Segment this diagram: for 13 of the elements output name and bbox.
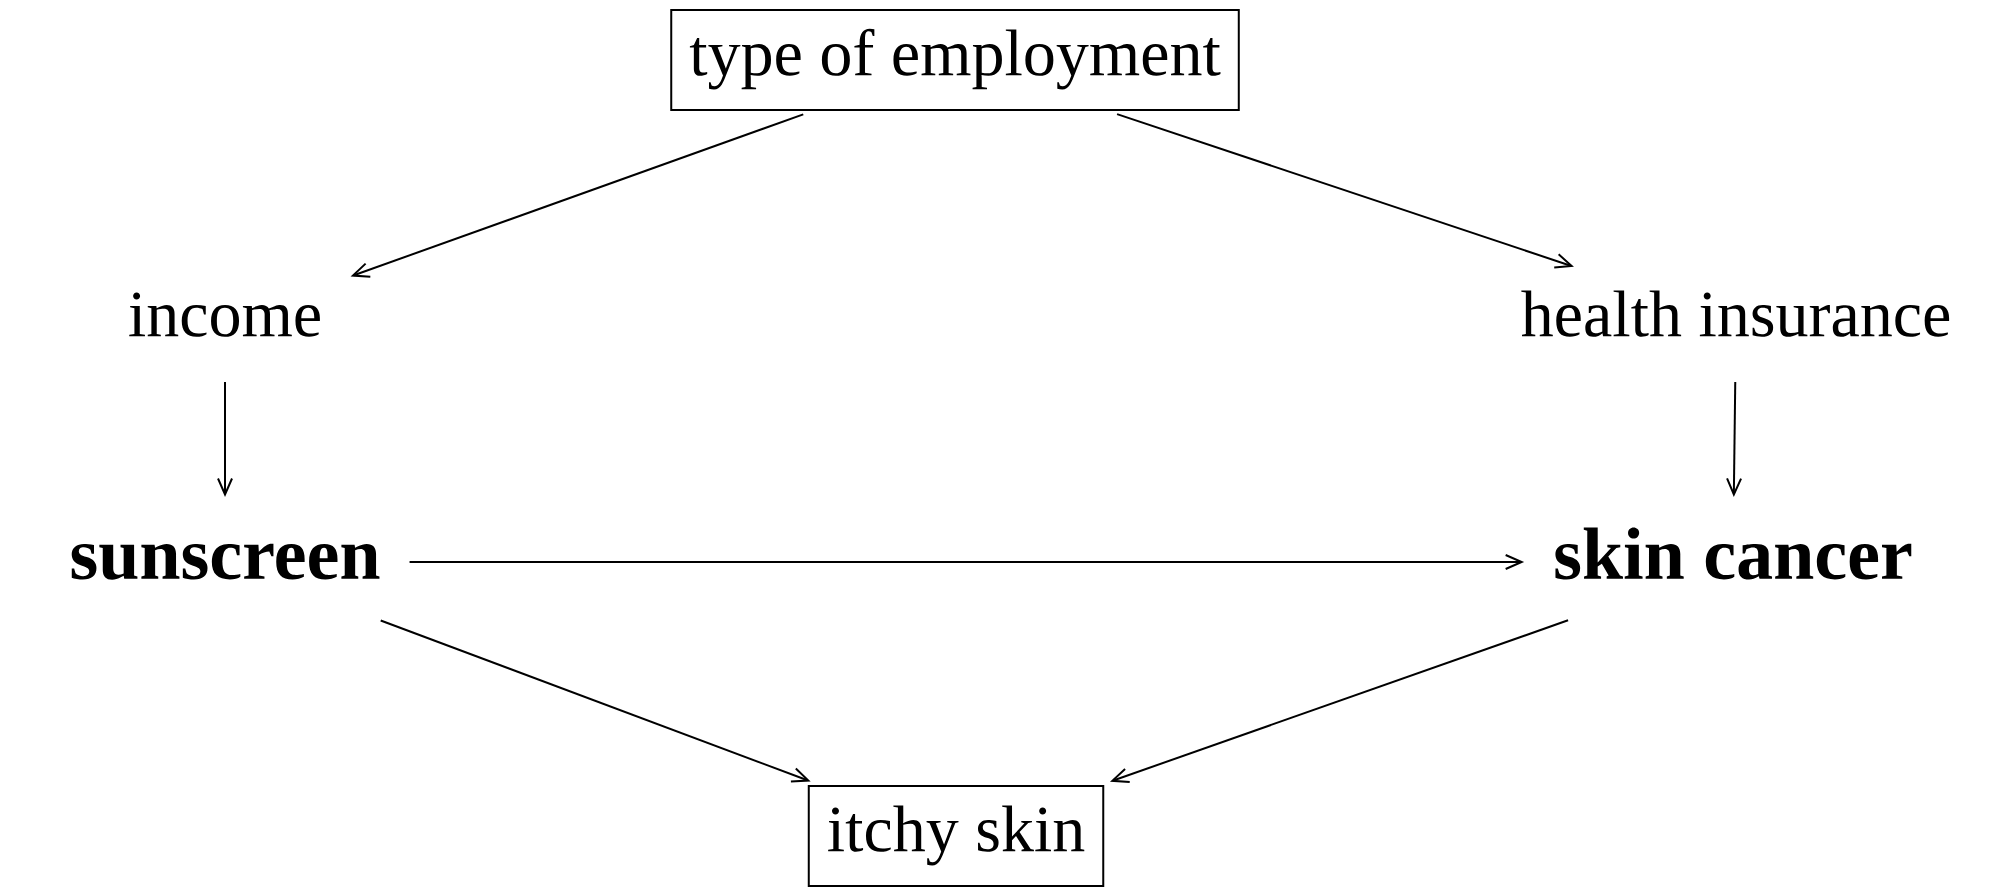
arrow	[1116, 113, 1574, 269]
label-box: type of employment	[670, 9, 1240, 111]
arrow	[408, 554, 1525, 570]
arrow	[1109, 619, 1570, 784]
node-label: skin cancer	[1555, 527, 1912, 580]
node-label: income	[129, 292, 320, 337]
label-box: itchy skin	[807, 785, 1105, 887]
arrow	[217, 381, 233, 497]
node-label: sunscreen	[71, 543, 380, 580]
node-label: health insurance	[1521, 290, 1950, 337]
arrow	[350, 113, 805, 278]
arrow	[379, 619, 811, 783]
arrow	[1726, 381, 1743, 497]
